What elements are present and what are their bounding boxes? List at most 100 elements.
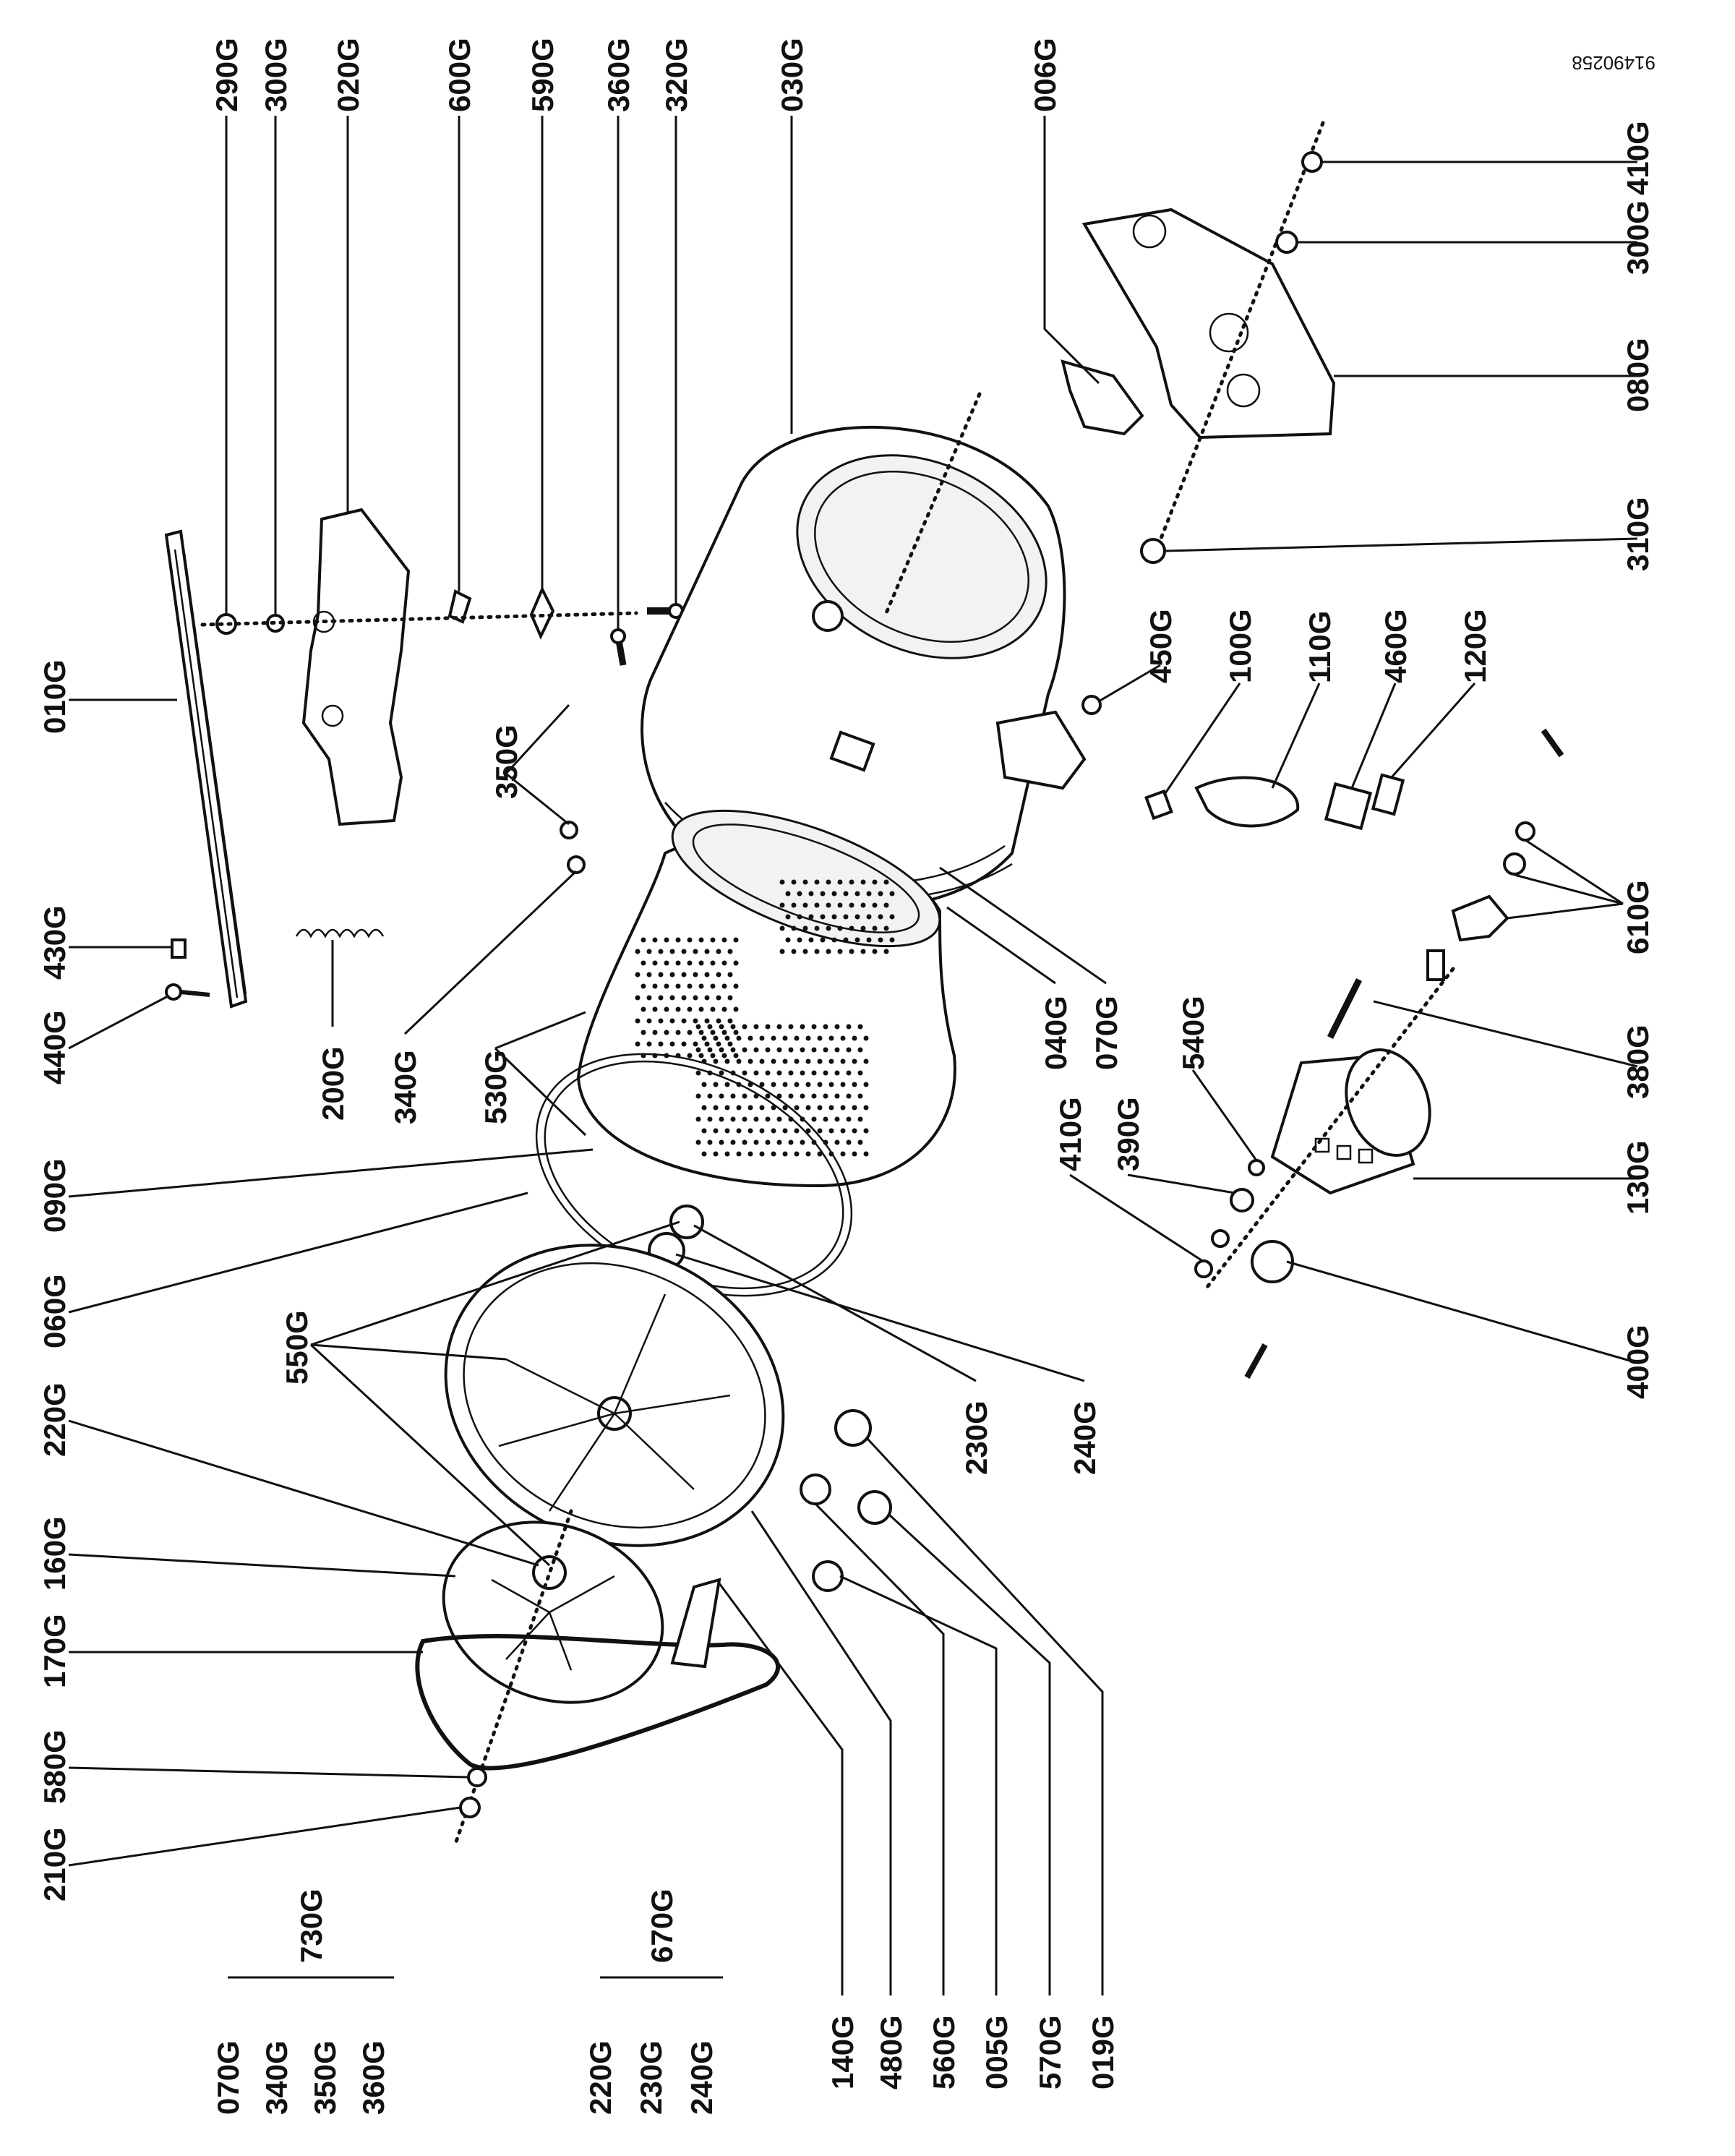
callout-040g: 040G [1039,996,1073,1070]
callout-350g: 350G [489,724,523,799]
part-300g-washer-right [1275,231,1298,254]
part-460g-bracket [1324,782,1373,831]
callout-580g: 580G [38,1729,72,1804]
callout-300g: 300G [259,38,293,112]
part-120g-sleeve [1371,773,1405,816]
callout-100g: 100G [1223,609,1257,683]
part-110g-seal [1194,776,1300,828]
part-020g-counterweight [301,508,411,826]
part-390g-sleeve [1230,1188,1254,1212]
part-410g-nut-motor [1194,1259,1213,1278]
part-005g-cap [812,1560,844,1592]
kit-730g-item: 070G [211,2040,245,2115]
part-310g-nut [1140,538,1166,564]
callout-590g: 590G [526,38,560,112]
part-350g-nut [560,821,578,839]
callout-030g: 030G [775,38,809,112]
axis-line-motor [1205,967,1455,1289]
callout-140g: 140G [826,2015,860,2089]
callout-320g: 320G [659,38,693,112]
axis-line-tub [883,392,982,617]
part-040g-drum [576,809,956,1188]
callout-240g: 240G [1068,1400,1102,1475]
part-019g-seal [834,1409,872,1447]
callout-010g: 010G [38,659,72,734]
part-160g-pulley [442,1520,664,1704]
callout-550g: 550G [280,1310,314,1385]
callout-090g: 090G [38,1158,72,1233]
part-340g-nut [567,855,586,874]
callout-200g: 200G [316,1046,350,1121]
callout-120g: 120G [1458,609,1492,683]
kit-670g-code: 670G [645,1888,679,1963]
part-570g-seal [857,1490,892,1525]
part-010g-rail [164,529,248,1009]
callout-290g: 290G [210,38,244,112]
part-170g-belt [415,1634,780,1771]
callout-110g: 110G [1303,611,1337,683]
callout-410g-right: 410G [1621,121,1655,195]
callout-390g: 390G [1111,1097,1145,1171]
part-030g-outer-tub [641,425,1087,910]
callout-006g: 006G [1028,38,1062,112]
callout-340g: 340G [388,1050,422,1124]
kit-730g-item: 350G [308,2040,342,2115]
callout-060g: 060G [38,1274,72,1348]
callout-230g: 230G [959,1400,993,1475]
part-610g-mount [1426,821,1535,981]
drum-perforations [635,879,895,1157]
kit-730g-item: 360G [356,2040,390,2115]
callout-170g: 170G [38,1614,72,1688]
part-motor-top-screw [1541,728,1564,758]
callout-130g: 130G [1621,1140,1655,1215]
part-560g-bushing [800,1473,831,1505]
kit-670g-item: 220G [583,2040,617,2115]
kit-730g-code: 730G [294,1888,328,1963]
part-400g-pulley [1251,1240,1294,1283]
part-230g-bushing [669,1205,704,1239]
callout-080g: 080G [1621,338,1655,412]
callout-570g: 570G [1033,2015,1067,2089]
part-550g-cover [444,1244,785,1547]
leader-lines [68,116,1638,1995]
part-210g-nut [459,1797,481,1818]
callout-410g-motor: 410G [1053,1097,1087,1171]
kit-670g-item: 240G [685,2040,719,2115]
callout-560g: 560G [927,2015,961,2089]
callout-460g: 460G [1379,609,1413,683]
part-440g-screw [165,983,210,1001]
callout-540g: 540G [1176,996,1210,1070]
callout-480g: 480G [874,2015,908,2089]
callout-400g: 400G [1621,1325,1655,1399]
part-410g-washer-motor [1211,1229,1230,1248]
callout-020g: 020G [331,38,365,112]
part-100g-clip [1144,789,1173,821]
axis-line-pulley [453,1509,573,1846]
part-360g-screw [610,628,627,666]
kit-670g-item: 230G [634,2040,668,2115]
callout-300g-right: 300G [1621,200,1655,275]
part-006g-bracket [1061,359,1144,436]
part-motor-screw [1244,1343,1268,1379]
axis-line-right [1154,121,1325,552]
callout-430g: 430G [38,905,72,980]
callout-610g: 610G [1621,880,1655,954]
callout-530g: 530G [479,1050,513,1124]
callout-440g: 440G [38,1010,72,1085]
callout-360g: 360G [601,38,635,112]
callout-600g: 600G [442,38,476,112]
callout-005g: 005G [980,2015,1014,2089]
callout-450g: 450G [1144,609,1178,683]
part-600g-pad [447,589,472,624]
callout-310g: 310G [1621,497,1655,571]
callout-070g: 070G [1089,996,1123,1070]
part-130g-motor [1270,1048,1431,1195]
part-590g-pad [529,586,555,640]
part-540g-nut [1248,1159,1265,1176]
part-450g-nut [1081,695,1102,715]
document-id: 91490258 [1572,52,1655,74]
axis-line-top [200,611,638,627]
kit-730g-item: 340G [260,2040,294,2115]
part-580g-washer [467,1767,487,1787]
